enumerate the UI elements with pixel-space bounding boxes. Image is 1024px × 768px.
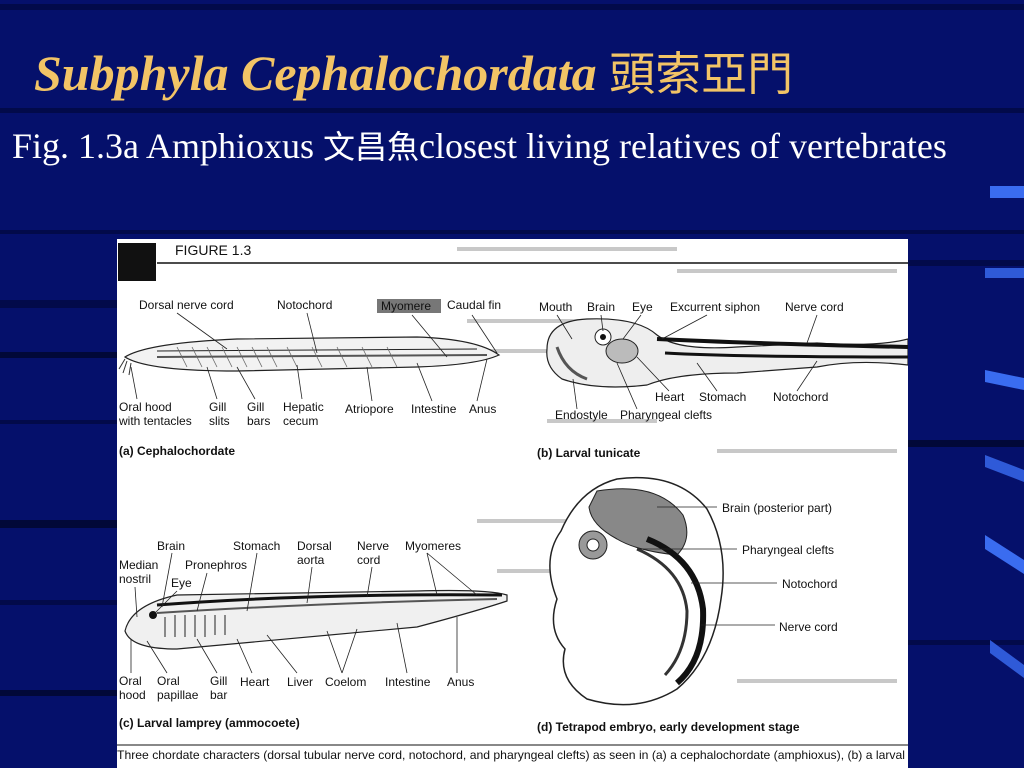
bleed-through-text	[457, 247, 897, 683]
figure-heading: FIGURE 1.3	[175, 242, 251, 258]
label-brain-c: Brain	[157, 539, 185, 553]
subtitle-part-a: Fig. 1.3a Amphioxus	[12, 126, 324, 166]
label-stomach: Stomach	[699, 390, 746, 404]
myomere-highlight	[377, 299, 441, 313]
label-coelom: Coelom	[325, 675, 366, 689]
label-nerve-cord-d: Nerve cord	[779, 620, 838, 634]
panel-c: Brain Stomach Dorsal aorta Nerve cord My…	[119, 539, 508, 730]
label-notochord-d: Notochord	[782, 577, 837, 591]
accent-dash	[985, 535, 1024, 574]
label-nerve-cord-c-2: cord	[357, 553, 380, 567]
label-eye: Eye	[632, 300, 653, 314]
label-median-nostril-2: nostril	[119, 572, 151, 586]
label-gill-bar: Gill	[210, 674, 227, 688]
label-oral-hood: Oral hood	[119, 400, 172, 414]
label-anus-c: Anus	[447, 675, 474, 689]
label-intestine: Intestine	[411, 402, 457, 416]
label-endostyle: Endostyle	[555, 408, 608, 422]
label-gill-slits-2: slits	[209, 414, 230, 428]
label-stomach-c: Stomach	[233, 539, 280, 553]
label-liver: Liver	[287, 675, 313, 689]
label-anus: Anus	[469, 402, 496, 416]
subtitle-cjk: 文昌魚	[323, 128, 420, 166]
slide-title: Subphyla Cephalochordata 頭索亞門	[34, 38, 793, 104]
label-dorsal-aorta-2: aorta	[297, 553, 325, 567]
caption-b: (b) Larval tunicate	[537, 446, 641, 460]
label-hepatic-cecum: Hepatic	[283, 400, 324, 414]
panel-a: Dorsal nerve cord Notochord Myomere Caud…	[118, 298, 501, 458]
slide-subtitle: Fig. 1.3a Amphioxus 文昌魚closest living re…	[12, 120, 1012, 173]
figure-footnote: Three chordate characters (dorsal tubula…	[117, 748, 905, 762]
lamprey-body	[124, 589, 508, 650]
accent-dash	[985, 268, 1024, 278]
label-oral-papillae-2: papillae	[157, 688, 199, 702]
amphioxus-body	[123, 336, 501, 372]
label-intestine-c: Intestine	[385, 675, 431, 689]
subtitle-part-b: closest living relatives of vertebrates	[419, 126, 947, 166]
caption-a: (a) Cephalochordate	[119, 444, 235, 458]
label-gill-bars-2: bars	[247, 414, 270, 428]
label-atriopore: Atriopore	[345, 402, 394, 416]
label-brain-posterior: Brain (posterior part)	[722, 501, 832, 515]
accent-dash	[985, 370, 1024, 390]
label-dorsal-nerve-cord: Dorsal nerve cord	[139, 298, 234, 312]
label-nerve-cord-c: Nerve	[357, 539, 389, 553]
label-pharyngeal-clefts-b: Pharyngeal clefts	[620, 408, 712, 422]
label-myomere: Myomere	[381, 299, 431, 313]
label-oral-hood-c-2: hood	[119, 688, 146, 702]
textbook-figure: FIGURE 1.3 Dorsal nerve cord Notochord M…	[117, 239, 908, 768]
label-oral-hood-c: Oral	[119, 674, 142, 688]
label-pronephros: Pronephros	[185, 558, 247, 572]
caption-c: (c) Larval lamprey (ammocoete)	[119, 716, 300, 730]
label-median-nostril: Median	[119, 558, 158, 572]
label-gill-bars: Gill	[247, 400, 264, 414]
panel-b: Mouth Brain Eye Excurrent siphon Nerve c…	[537, 300, 908, 460]
accent-dash	[990, 186, 1024, 198]
caption-d: (d) Tetrapod embryo, early development s…	[537, 720, 800, 734]
label-dorsal-aorta: Dorsal	[297, 539, 332, 553]
title-cjk: 頭索亞門	[609, 47, 794, 101]
label-excurrent-siphon: Excurrent siphon	[670, 300, 760, 314]
label-gill-bar-2: bar	[210, 688, 227, 702]
label-myomeres: Myomeres	[405, 539, 461, 553]
label-mouth: Mouth	[539, 300, 572, 314]
label-eye-c: Eye	[171, 576, 192, 590]
label-heart-c: Heart	[240, 675, 270, 689]
figure-black-square	[118, 243, 156, 281]
label-hepatic-cecum-2: cecum	[283, 414, 318, 428]
label-pharyngeal-clefts-d: Pharyngeal clefts	[742, 543, 834, 557]
tunicate-body	[546, 318, 908, 388]
accent-dash	[985, 455, 1024, 482]
panel-d: Brain (posterior part) Pharyngeal clefts…	[537, 476, 838, 734]
label-oral-papillae: Oral	[157, 674, 180, 688]
label-nerve-cord: Nerve cord	[785, 300, 844, 314]
label-oral-hood-2: with tentacles	[118, 414, 192, 428]
label-heart: Heart	[655, 390, 685, 404]
accent-dash	[990, 640, 1024, 678]
title-latin: Subphyla Cephalochordata	[34, 45, 597, 101]
label-gill-slits: Gill	[209, 400, 226, 414]
label-notochord-b: Notochord	[773, 390, 828, 404]
figure-drawing: FIGURE 1.3 Dorsal nerve cord Notochord M…	[117, 242, 908, 762]
label-notochord: Notochord	[277, 298, 332, 312]
label-caudal-fin: Caudal fin	[447, 298, 501, 312]
label-brain: Brain	[587, 300, 615, 314]
